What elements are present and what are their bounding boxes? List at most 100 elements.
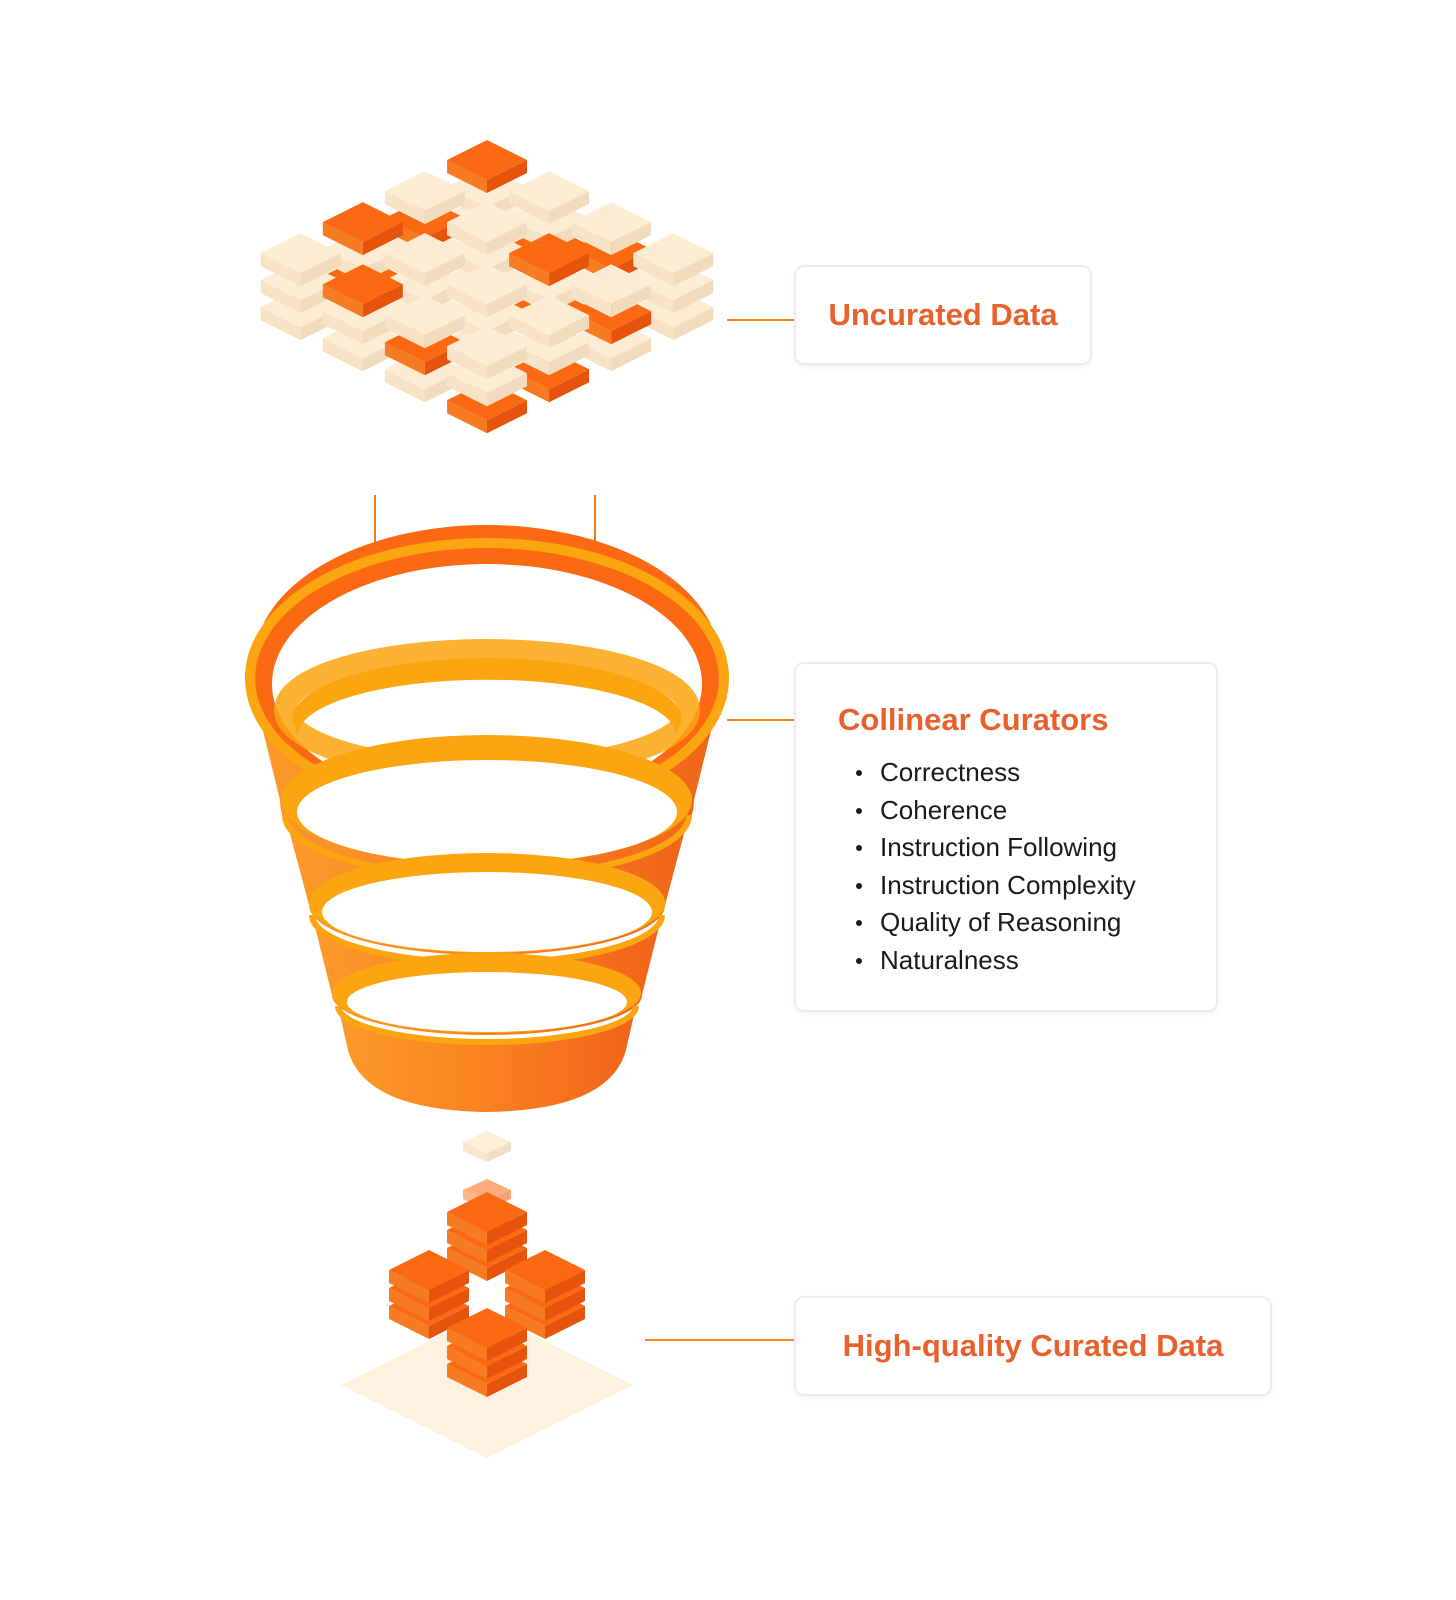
uncurated-data-label-box: Uncurated Data <box>794 265 1092 365</box>
data-tile <box>429 1270 469 1303</box>
data-tile <box>487 1346 527 1379</box>
data-tile <box>487 346 527 380</box>
data-tile <box>633 233 714 274</box>
data-tile <box>260 233 341 274</box>
data-tile <box>447 373 487 407</box>
curated-data-title: High-quality Curated Data <box>842 1328 1224 1363</box>
uncurated-data-title: Uncurated Data <box>828 297 1058 332</box>
data-tile <box>447 1328 487 1361</box>
criteria-list: Correctness Coherence Instruction Follow… <box>838 754 1216 979</box>
data-tile <box>505 1288 545 1321</box>
data-tile <box>611 222 652 256</box>
data-tile <box>509 171 590 212</box>
data-tile <box>384 233 465 274</box>
data-tile <box>673 307 714 341</box>
data-tile <box>487 160 527 193</box>
data-tile <box>611 311 652 345</box>
data-tile <box>447 264 527 305</box>
data-tile <box>571 284 612 318</box>
data-tile <box>447 400 487 434</box>
data-tile <box>487 1212 527 1245</box>
data-tile <box>509 295 590 336</box>
data-tile <box>633 253 674 287</box>
data-tile <box>447 346 487 380</box>
data-tile <box>463 1131 511 1153</box>
data-tile <box>463 1179 511 1201</box>
data-tile <box>362 222 403 256</box>
data-tile <box>571 202 652 243</box>
data-tile <box>611 284 652 318</box>
data-tile <box>571 222 612 256</box>
criteria-item: Naturalness <box>856 942 1216 980</box>
data-tile <box>389 1250 469 1290</box>
data-tile <box>260 253 301 287</box>
data-tile <box>322 338 363 372</box>
data-tile <box>487 373 527 407</box>
data-tile <box>487 1328 527 1361</box>
data-tile <box>424 253 465 287</box>
data-tile <box>384 369 425 403</box>
data-tile <box>611 338 652 372</box>
data-tile <box>549 253 590 287</box>
data-tile <box>384 191 425 225</box>
data-tile <box>447 140 527 180</box>
criteria-item: Quality of Reasoning <box>856 904 1216 942</box>
data-tile <box>260 307 301 341</box>
data-tile <box>673 253 714 287</box>
data-tile <box>509 233 590 274</box>
uncurated-data-cubes <box>260 140 714 434</box>
data-tile <box>322 311 363 345</box>
data-tile <box>545 1288 585 1321</box>
data-tile <box>322 222 363 256</box>
data-tile <box>505 1270 545 1303</box>
curated-data-cubes <box>389 1192 585 1397</box>
data-tile <box>424 315 465 349</box>
criteria-item: Coherence <box>856 792 1216 830</box>
data-tile <box>509 191 550 225</box>
data-tile <box>384 253 425 287</box>
criteria-item: Instruction Complexity <box>856 867 1216 905</box>
data-tile <box>384 171 465 212</box>
data-tile <box>384 342 425 376</box>
criteria-item: Correctness <box>856 754 1216 792</box>
data-tile <box>447 160 487 193</box>
data-tile <box>545 1270 585 1303</box>
data-tile <box>447 326 527 367</box>
data-tile <box>487 1364 527 1397</box>
data-tile <box>487 1142 511 1162</box>
data-tile <box>322 264 403 305</box>
data-tile <box>673 280 714 314</box>
funnel <box>245 525 729 1112</box>
data-tile <box>389 1288 429 1321</box>
collinear-curators-title: Collinear Curators <box>838 702 1109 737</box>
data-tile <box>447 202 527 243</box>
data-tile <box>362 284 403 318</box>
data-tile <box>549 342 590 376</box>
data-tile <box>509 253 550 287</box>
data-tile <box>549 315 590 349</box>
data-tile <box>447 1248 487 1281</box>
data-tile <box>487 400 527 434</box>
data-tile <box>487 284 527 318</box>
data-tile <box>384 295 465 336</box>
data-tile <box>487 1230 527 1263</box>
data-tile <box>322 284 363 318</box>
data-tile <box>389 1306 429 1339</box>
data-tile <box>571 264 652 305</box>
data-tile <box>447 1364 487 1397</box>
data-tile <box>487 222 527 256</box>
data-tile <box>545 1306 585 1339</box>
collinear-curators-label-box: Collinear Curators Correctness Coherence… <box>794 662 1218 1012</box>
data-tile <box>429 1306 469 1339</box>
data-tile <box>429 1288 469 1321</box>
data-tile <box>463 1142 487 1162</box>
data-tile <box>260 280 301 314</box>
data-tile <box>509 315 550 349</box>
data-tile <box>447 1308 527 1348</box>
data-tile <box>300 253 341 287</box>
data-tile <box>505 1306 545 1339</box>
data-tile <box>447 1192 527 1232</box>
data-tile <box>447 284 487 318</box>
data-tile <box>447 1212 487 1245</box>
